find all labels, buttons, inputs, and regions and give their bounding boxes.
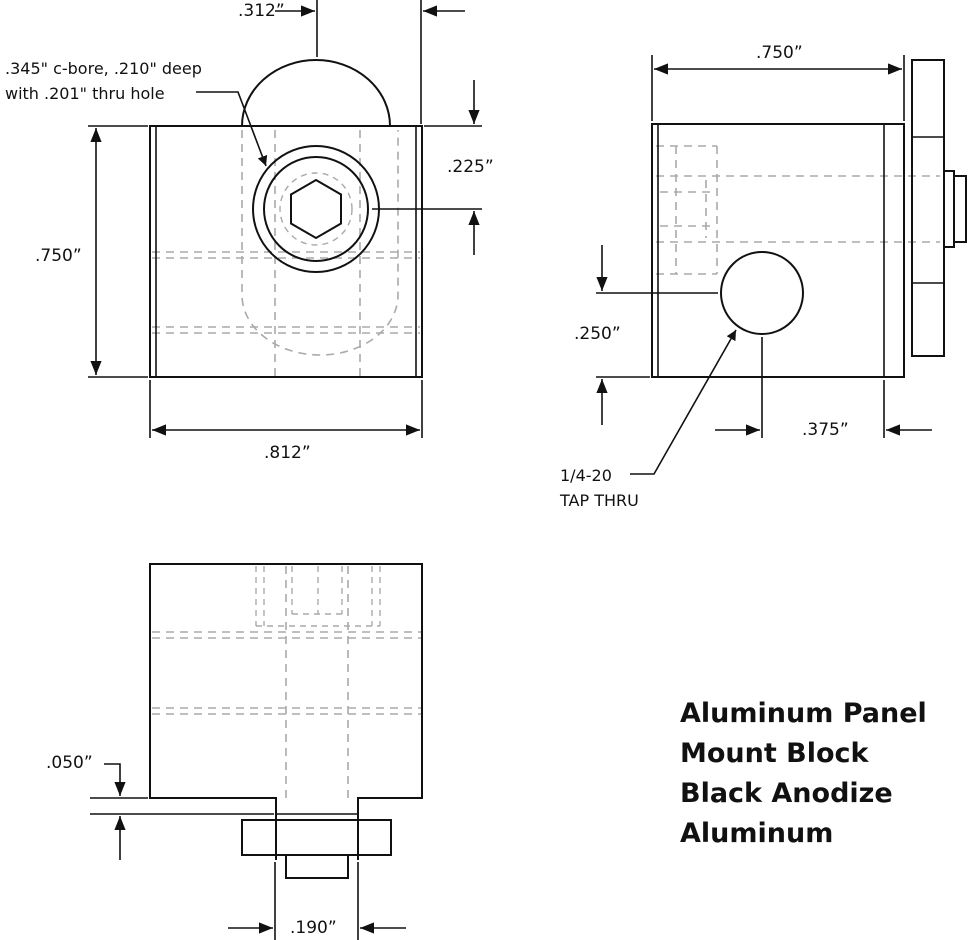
title-line-3: Black Anodize: [680, 778, 893, 809]
note-cbore-line1: .345" c-bore, .210" deep: [5, 59, 202, 78]
front-view-dimensions: .312” .345" c-bore, .210" deep with .201…: [5, 0, 494, 463]
dim-bottom-left: .050”: [46, 753, 93, 773]
note-tap-line2: TAP THRU: [559, 491, 639, 510]
dim-front-right: .225”: [447, 157, 494, 177]
front-view: [149, 59, 423, 378]
bottom-view: [149, 563, 423, 879]
dim-side-bottom: .375”: [802, 420, 849, 440]
title-line-4: Aluminum: [680, 818, 834, 849]
title-line-2: Mount Block: [680, 738, 869, 769]
title-line-1: Aluminum Panel: [680, 698, 927, 729]
dim-front-width: .812”: [264, 443, 311, 463]
dim-bottom-width: .190”: [290, 918, 337, 938]
bottom-view-dimensions: .050” .190”: [46, 753, 406, 940]
dim-front-top: .312”: [238, 1, 285, 21]
side-view-dimensions: .750” .250” .375” 1/4-20 TAP THRU: [559, 43, 932, 510]
dim-side-width: .750”: [756, 43, 803, 63]
side-view: [651, 59, 967, 378]
part-title: Aluminum Panel Mount Block Black Anodize…: [680, 694, 927, 854]
dim-front-height: .750”: [35, 246, 82, 266]
note-cbore-line2: with .201" thru hole: [5, 84, 165, 103]
note-tap-line1: 1/4-20: [560, 466, 612, 485]
dim-side-left: .250”: [574, 324, 621, 344]
